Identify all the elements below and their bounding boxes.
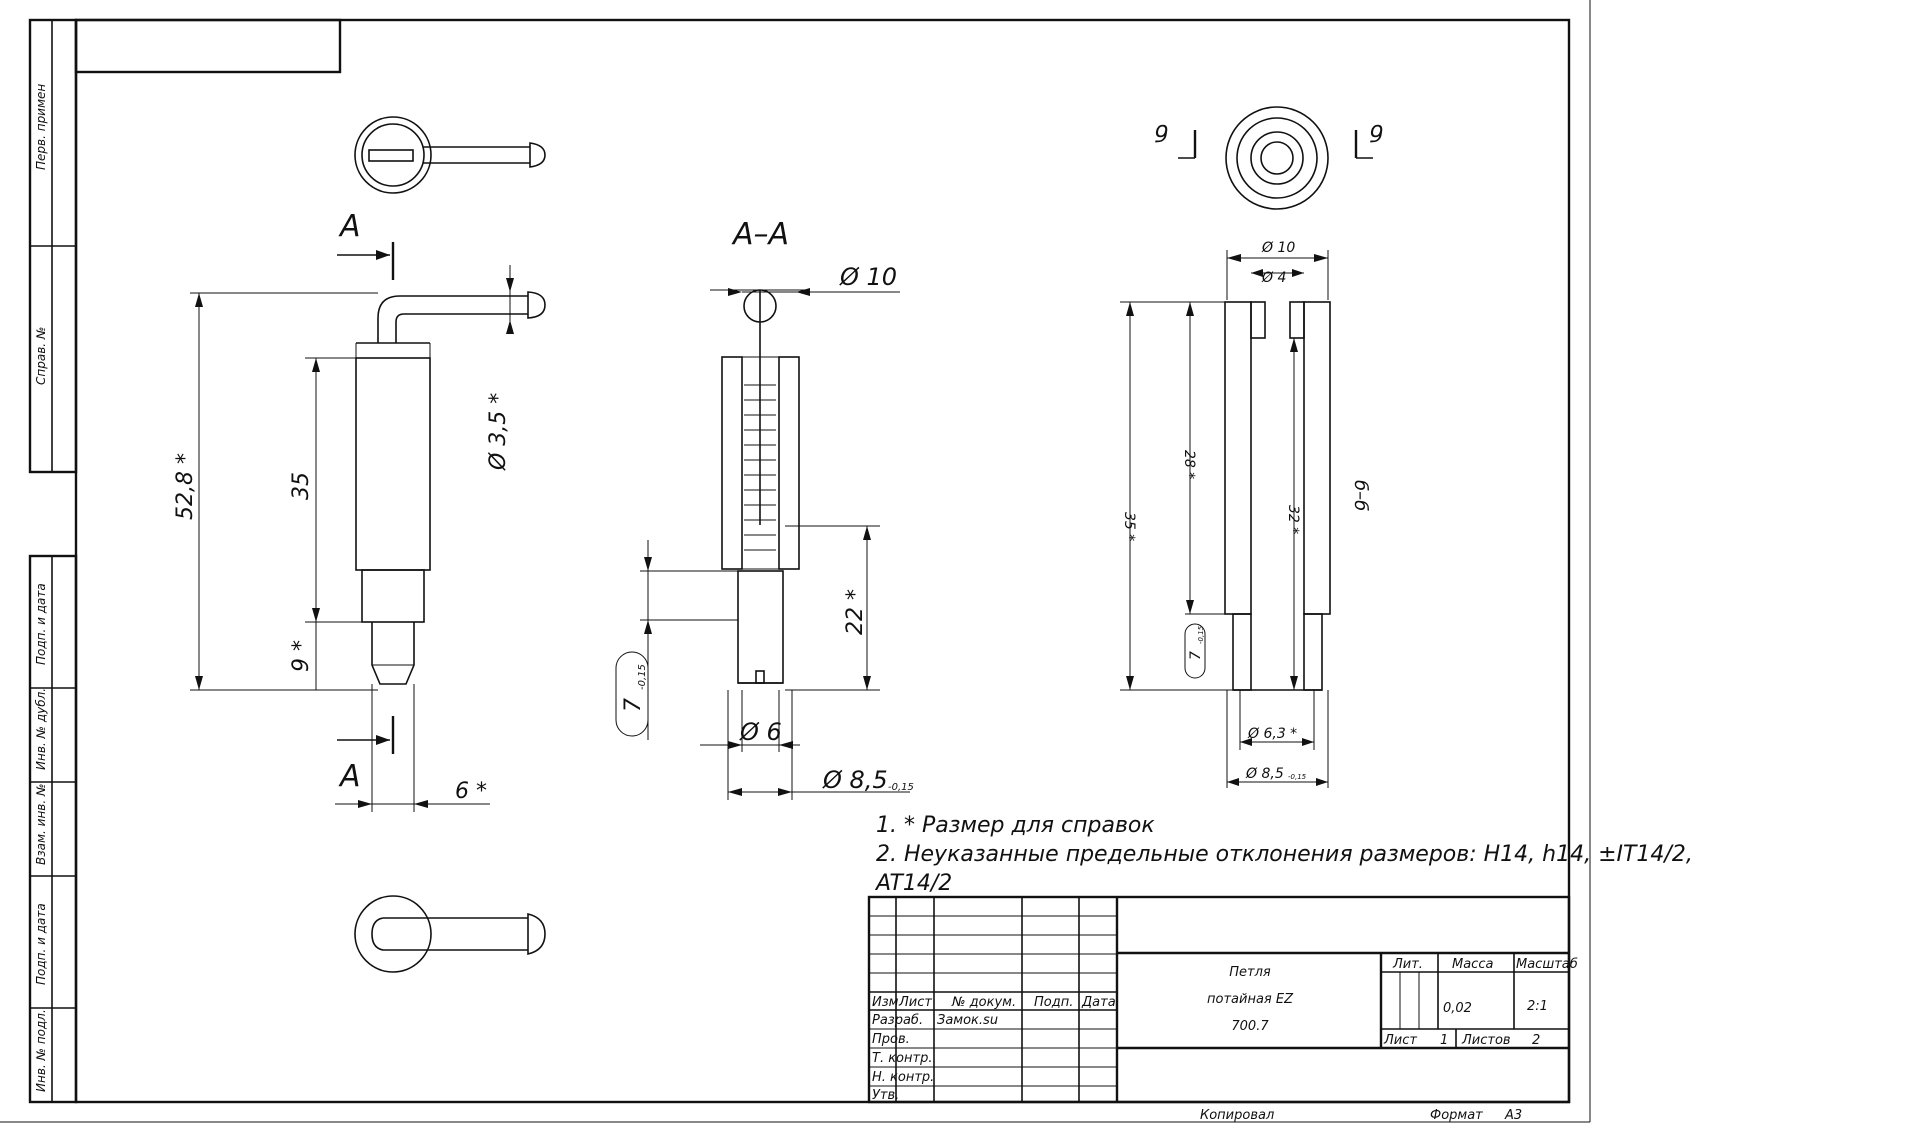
tb-podp: Подп. — [1034, 995, 1073, 1010]
section-b-mark-left: б — [1154, 119, 1168, 144]
tb-massa: Масса — [1452, 957, 1493, 972]
tb-list: Лист — [898, 995, 932, 1010]
side-label-inv-no-podl: Инв. № подл. — [34, 1009, 48, 1092]
dim-b-d10: Ø 10 — [1261, 240, 1295, 256]
tb-utv: Утв. — [872, 1088, 899, 1103]
section-b-b: Ø 10 Ø 4 35 * 28 * 32 * б–б 7 -0,15 Ø 6,… — [1120, 240, 1371, 788]
top-left-stamp-box — [74, 18, 342, 74]
tb-no-dokum: № докум. — [951, 995, 1016, 1010]
note-1: 1. * Размер для справок — [876, 813, 1155, 838]
dim-d6: Ø 6 — [739, 718, 782, 746]
dim-d8-5-tol: -0,15 — [888, 782, 914, 793]
dim-b-7: 7 — [1188, 651, 1204, 660]
tb-t-kontr: Т. контр. — [872, 1051, 932, 1066]
side-view-left — [355, 291, 546, 685]
tb-razrab: Разраб. — [872, 1013, 923, 1028]
dim-22: 22 * — [843, 589, 868, 635]
dim-9: 9 * — [289, 640, 314, 672]
dim-b-d6-3: Ø 6,3 * — [1247, 726, 1297, 742]
tb-list-value: 1 — [1440, 1033, 1448, 1048]
dim-d3-5: Ø 3,5 * — [486, 393, 511, 471]
section-b-mark-right: б — [1369, 119, 1383, 144]
dim-d10: Ø 10 — [839, 263, 897, 291]
top-view-left — [354, 116, 546, 194]
tb-izm: Изм — [872, 995, 899, 1010]
dim-7-tol: -0,15 — [637, 664, 648, 690]
dim-b-d8-5: Ø 8,5 — [1245, 766, 1284, 782]
tb-title-line1: Петля — [1229, 965, 1271, 980]
bottom-view-left — [354, 895, 546, 973]
tb-list-label: Лист — [1383, 1033, 1417, 1048]
dim-b-d4: Ø 4 — [1261, 270, 1286, 286]
side-label-podp-data-2: Подп. и дата — [34, 903, 48, 985]
tb-listov-label: Листов — [1461, 1033, 1511, 1048]
tb-n-kontr: Н. контр. — [872, 1070, 934, 1085]
tb-title-line2: потайная EZ — [1207, 992, 1294, 1007]
section-mark-a-bottom: A — [338, 759, 361, 794]
tb-data: Дата — [1081, 995, 1116, 1010]
dim-b-7-tol: -0,15 — [1197, 625, 1205, 644]
side-label-inv-no-dubl: Инв. № дубл. — [34, 688, 48, 770]
note-2-line1: 2. Неуказанные предельные отклонения раз… — [876, 842, 1693, 867]
dim-6: 6 * — [455, 779, 487, 804]
side-label-sprav-no: Справ. № — [34, 327, 48, 385]
dimensions-left-view: 52,8 * 35 9 * 6 * Ø 3,5 * — [173, 265, 514, 812]
section-a-a: A–A Ø 10 22 * — [615, 217, 914, 800]
tb-massa-value: 0,02 — [1443, 1001, 1472, 1016]
section-marks-a: A A — [337, 209, 395, 794]
note-2-line2: AT14/2 — [874, 871, 952, 896]
title-block: Изм Лист № докум. Подп. Дата Разраб. Зам… — [867, 895, 1578, 1123]
tb-listov-value: 2 — [1532, 1033, 1540, 1048]
dim-b-35: 35 * — [1121, 512, 1137, 541]
dim-b-32: 32 * — [1285, 505, 1301, 534]
section-b-b-title: б–б — [1350, 480, 1371, 511]
side-label-vzam-inv-no: Взам. инв. № — [34, 784, 48, 865]
technical-notes: 1. * Размер для справок 2. Неуказанные п… — [874, 813, 1693, 896]
tb-masshtab-value: 2:1 — [1527, 999, 1548, 1014]
tb-format: Формат — [1430, 1108, 1483, 1123]
dim-7: 7 — [621, 698, 646, 712]
tb-razrab-name: Замок.su — [937, 1013, 998, 1028]
side-label-podp-data-1: Подп. и дата — [34, 583, 48, 665]
side-label-perv-primen: Перв. примен — [34, 84, 48, 170]
spring-coil — [744, 384, 776, 551]
ring-top-view: б б — [1154, 106, 1383, 210]
section-a-a-title: A–A — [731, 217, 789, 252]
dim-35: 35 — [289, 472, 314, 500]
dim-d8-5: Ø 8,5 — [822, 766, 888, 794]
tb-title-line3: 700.7 — [1231, 1019, 1269, 1034]
dim-b-28: 28 * — [1181, 450, 1197, 479]
tb-format-value: A3 — [1504, 1108, 1522, 1123]
tb-kopiroval: Копировал — [1200, 1108, 1274, 1123]
dim-7-frame — [615, 651, 649, 737]
dim-b-7-frame — [1184, 623, 1206, 679]
section-mark-a-top: A — [338, 209, 361, 244]
dim-b-d8-5-tol: -0,15 — [1288, 773, 1307, 781]
tb-masshtab: Масштаб — [1516, 957, 1578, 972]
dim-52-8: 52,8 * — [173, 453, 198, 520]
tb-lit: Лит. — [1392, 957, 1423, 972]
tb-prov: Пров. — [872, 1032, 910, 1047]
side-stamp: Перв. примен Справ. № Подп. и дата Инв. … — [28, 18, 78, 1104]
